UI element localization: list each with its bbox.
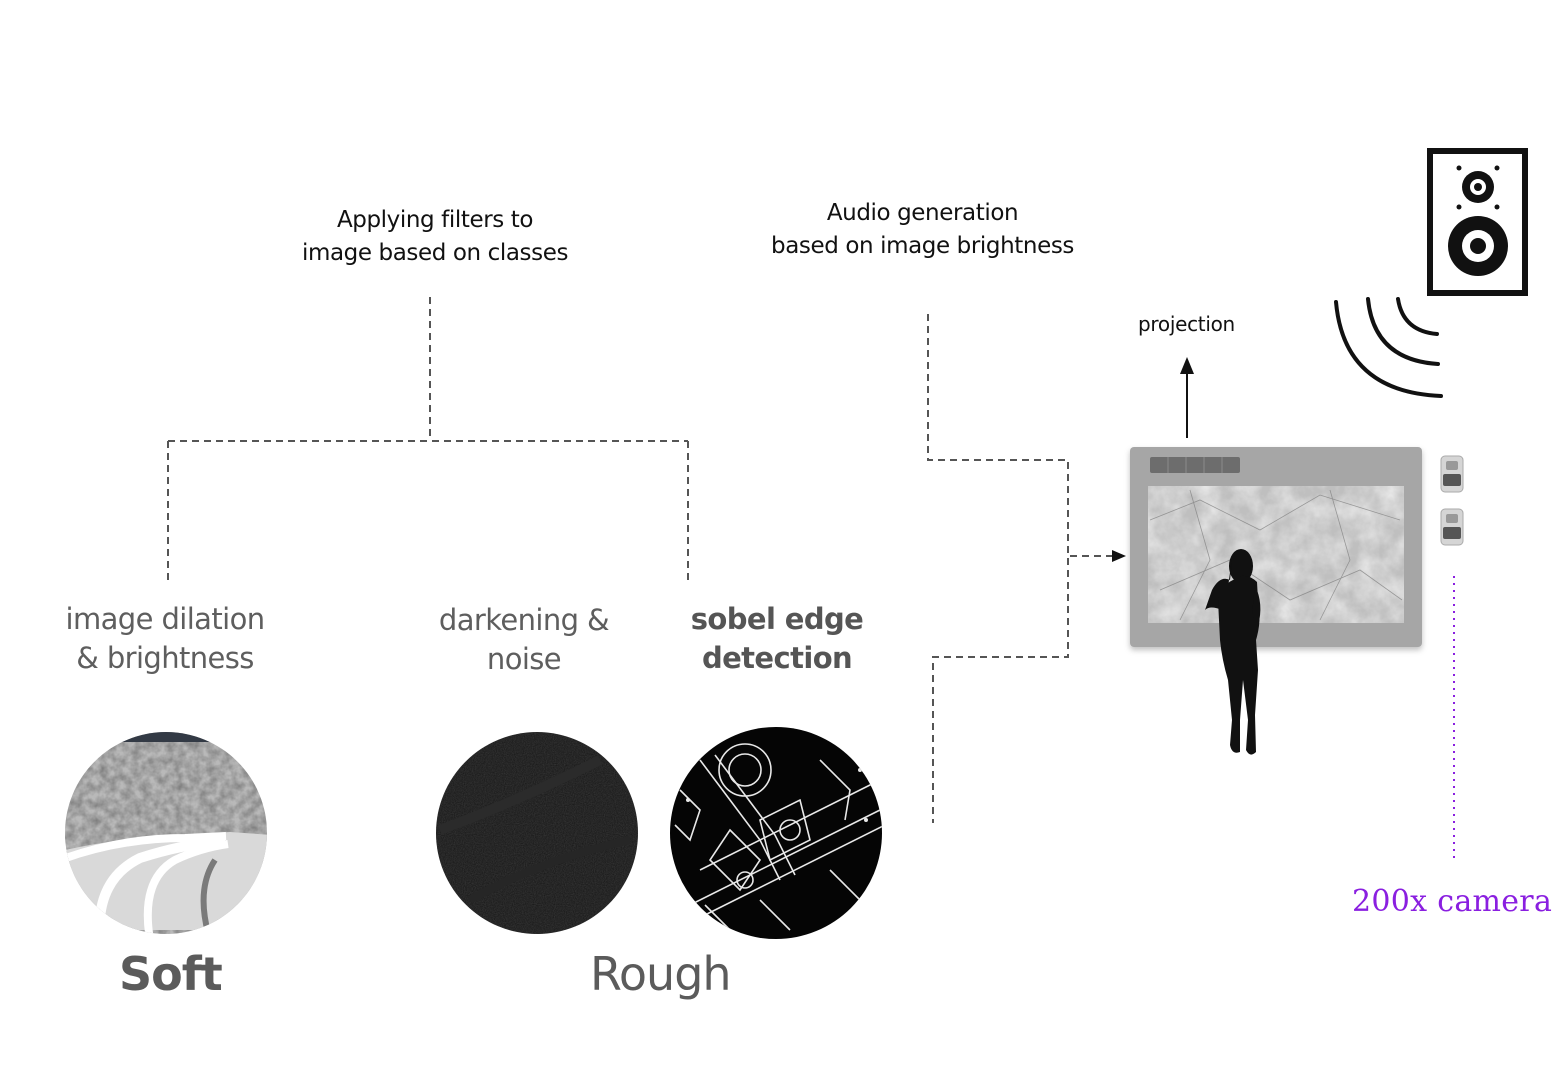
darkening-sample-image (436, 732, 638, 934)
audio-title: Audio generation based on image brightne… (745, 197, 1100, 263)
person-silhouette-icon (1205, 549, 1261, 755)
projection-label: projection (1138, 312, 1235, 336)
soft-sample-image (65, 732, 267, 934)
sobel-sample-image (670, 727, 882, 939)
audio-title-line2: based on image brightness (771, 233, 1074, 259)
dilation-label: image dilation & brightness (45, 600, 285, 678)
darkening-label-line2: noise (486, 642, 562, 676)
darkening-label: darkening & noise (414, 601, 634, 679)
sobel-label-line2: detection (701, 641, 853, 675)
soft-class-label: Soft (119, 947, 223, 1001)
audio-arrow-head (1112, 550, 1126, 562)
rough-class-label: Rough (590, 947, 732, 1001)
filters-title-line2: image based on classes (301, 240, 569, 266)
filters-title: Applying filters to image based on class… (270, 204, 600, 270)
darkening-label-line1: darkening & (438, 603, 610, 637)
sound-waves-icon (1334, 297, 1443, 398)
sobel-label-line1: sobel edge (690, 602, 864, 636)
camera-label: 200x camera (1352, 884, 1553, 919)
projection-arrow (1180, 357, 1194, 438)
filters-title-line1: Applying filters to (336, 207, 534, 233)
filter-tree-connector (167, 297, 689, 585)
camera-icon-bottom (1440, 508, 1464, 546)
sobel-label: sobel edge detection (672, 600, 882, 678)
audio-title-line1: Audio generation (826, 200, 1019, 226)
dilation-label-line2: & brightness (76, 641, 254, 675)
audio-connector (927, 314, 1112, 823)
speaker-icon (1427, 148, 1528, 296)
camera-icon-top (1440, 455, 1464, 493)
projected-texture (1148, 486, 1404, 623)
dilation-label-line1: image dilation (65, 602, 266, 636)
screen-toolbar (1150, 457, 1240, 473)
